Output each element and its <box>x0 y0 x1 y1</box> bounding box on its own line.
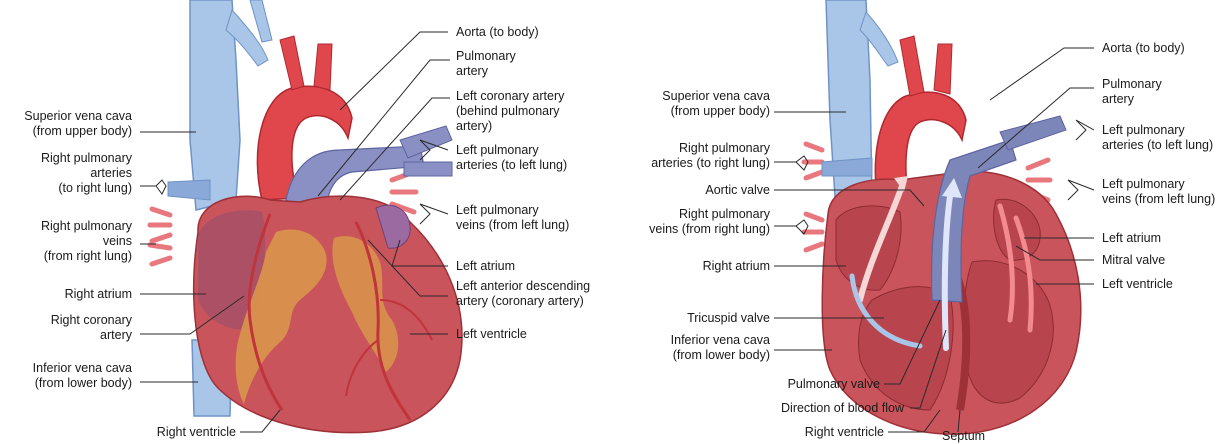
left-pulmonary-arteries-section <box>1000 116 1066 150</box>
aorta-branches-section <box>900 36 952 96</box>
left-pulmonary-arteries-vessel <box>400 126 452 176</box>
label-aorta-right: Aorta (to body) <box>1102 41 1185 55</box>
label-left-atrium-right: Left atrium <box>1102 231 1161 245</box>
label-superior-vena-cava-left: Superior vena cava(from upper body) <box>24 109 132 138</box>
exterior-heart-illustration <box>150 0 462 433</box>
label-direction-blood-flow: Direction of blood flow <box>781 401 905 415</box>
label-aortic-valve: Aortic valve <box>705 183 770 197</box>
label-left-ventricle-left: Left ventricle <box>456 327 527 341</box>
label-right-atrium-right: Right atrium <box>703 259 770 273</box>
label-right-ventricle-left: Right ventricle <box>157 425 236 439</box>
label-superior-vena-cava-right: Superior vena cava(from upper body) <box>662 89 770 118</box>
label-left-ventricle-right: Left ventricle <box>1102 277 1173 291</box>
right-pulmonary-arteries-section <box>822 158 872 176</box>
label-right-ventricle-right: Right ventricle <box>805 425 884 439</box>
label-tricuspid-valve: Tricuspid valve <box>687 311 770 325</box>
right-pulmonary-arteries-vessel <box>168 180 210 200</box>
label-pulmonary-valve: Pulmonary valve <box>788 377 880 391</box>
label-inferior-vena-cava-right: Inferior vena cava(from lower body) <box>671 333 770 362</box>
label-right-atrium-left: Right atrium <box>65 287 132 301</box>
label-mitral-valve: Mitral valve <box>1102 253 1165 267</box>
label-left-atrium-left: Left atrium <box>456 259 515 273</box>
label-aorta-left: Aorta (to body) <box>456 25 539 39</box>
label-inferior-vena-cava-left: Inferior vena cava(from lower body) <box>33 361 132 390</box>
aorta-branches <box>280 36 332 90</box>
label-septum: Septum <box>942 429 985 443</box>
